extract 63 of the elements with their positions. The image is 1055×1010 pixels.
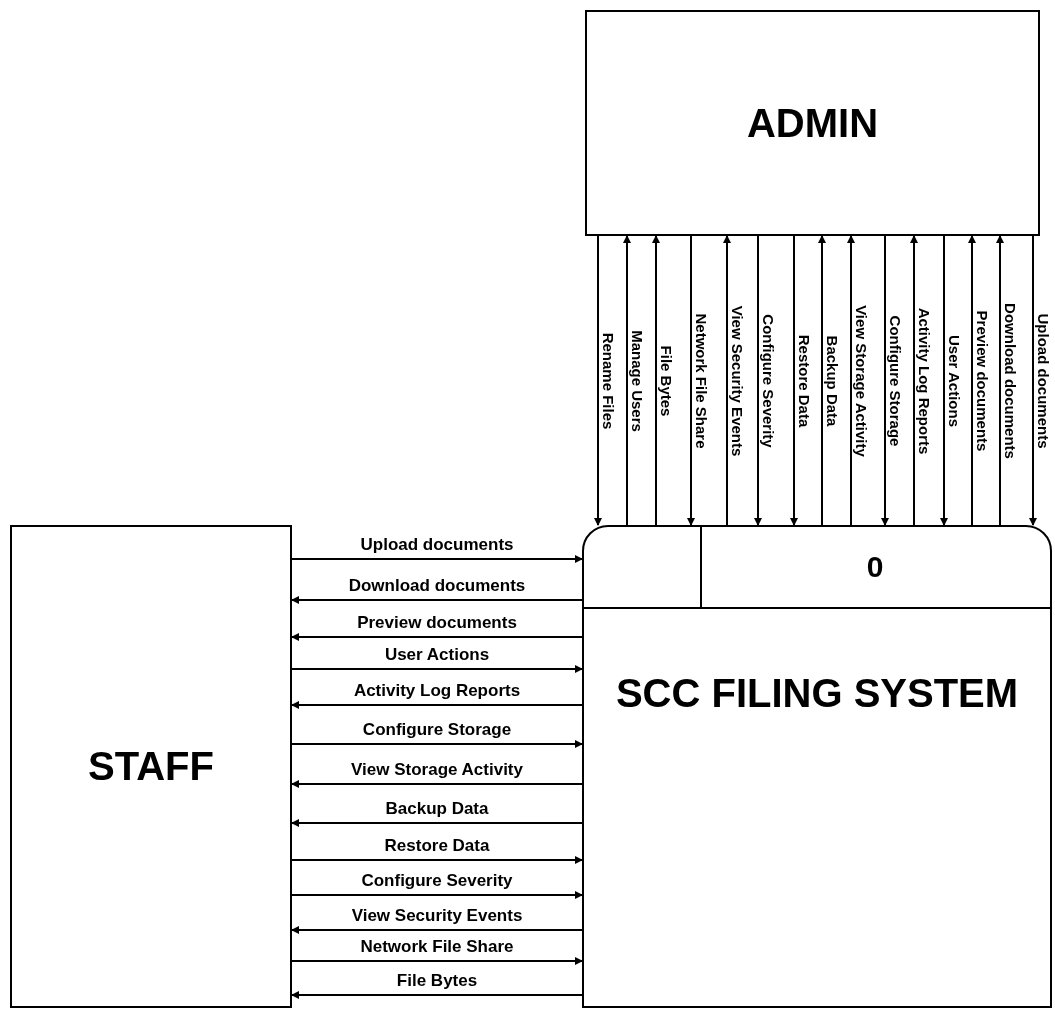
edge-label: Preview documents: [357, 613, 517, 633]
arrow: [940, 235, 948, 526]
arrow: [291, 856, 583, 864]
arrow: [881, 235, 889, 526]
process-name: SCC FILING SYSTEM: [614, 670, 1020, 717]
edge-label: Activity Log Reports: [916, 307, 933, 454]
arrow: [291, 957, 583, 965]
edge-label: View Security Events: [729, 305, 746, 456]
edge-label: File Bytes: [396, 971, 478, 991]
edge-label: Configure Severity: [361, 871, 513, 891]
edge-label: User Actions: [946, 334, 963, 427]
edge-label: Preview documents: [974, 310, 991, 451]
arrow: [291, 555, 583, 563]
arrow: [291, 891, 583, 899]
entity-box: [10, 525, 292, 1008]
edge-label: Download documents: [1002, 302, 1019, 459]
edge-label: Restore Data: [384, 836, 490, 856]
arrow: [291, 740, 583, 748]
arrow: [968, 235, 976, 526]
arrow: [291, 665, 583, 673]
entity-name: STAFF: [88, 744, 214, 789]
edge-label: Rename Files: [600, 332, 617, 429]
process-box: [582, 525, 1052, 1008]
edge-label: File Bytes: [658, 345, 675, 416]
arrow: [723, 235, 731, 526]
edge-label: Configure Storage: [362, 720, 512, 740]
arrow: [652, 235, 660, 526]
entity-name: ADMIN: [746, 100, 879, 146]
edge-label: View Storage Activity: [853, 304, 870, 457]
edge-label: Upload documents: [1035, 313, 1052, 448]
arrow: [754, 235, 762, 526]
edge-label: Download documents: [348, 576, 526, 596]
edge-label: Backup Data: [824, 335, 841, 426]
arrow: [818, 235, 826, 526]
arrow: [790, 235, 798, 526]
edge-label: Network File Share: [693, 313, 710, 448]
arrow: [623, 235, 631, 526]
arrow: [291, 596, 583, 604]
edge-label: View Security Events: [351, 906, 523, 926]
edge-label: Activity Log Reports: [353, 681, 521, 701]
edge-label: Configure Severity: [760, 313, 777, 448]
arrow: [847, 235, 855, 526]
process-number: 0: [866, 550, 884, 584]
edge-label: Configure Storage: [887, 315, 904, 446]
arrow: [291, 926, 583, 934]
arrow: [291, 780, 583, 788]
arrow: [291, 633, 583, 641]
edge-label: Network File Share: [360, 937, 514, 957]
arrow: [1029, 235, 1037, 526]
edge-label: View Storage Activity: [351, 760, 523, 780]
arrow: [291, 991, 583, 999]
edge-label: Manage Users: [629, 329, 646, 432]
arrow: [687, 235, 695, 526]
edge-label: Backup Data: [385, 799, 489, 819]
entity-box: [585, 10, 1040, 236]
arrow: [996, 235, 1004, 526]
edge-label: User Actions: [384, 645, 490, 665]
arrow: [291, 701, 583, 709]
edge-label: Upload documents: [360, 535, 514, 555]
arrow: [291, 819, 583, 827]
arrow: [910, 235, 918, 526]
arrow: [594, 235, 602, 526]
edge-label: Restore Data: [796, 334, 813, 427]
